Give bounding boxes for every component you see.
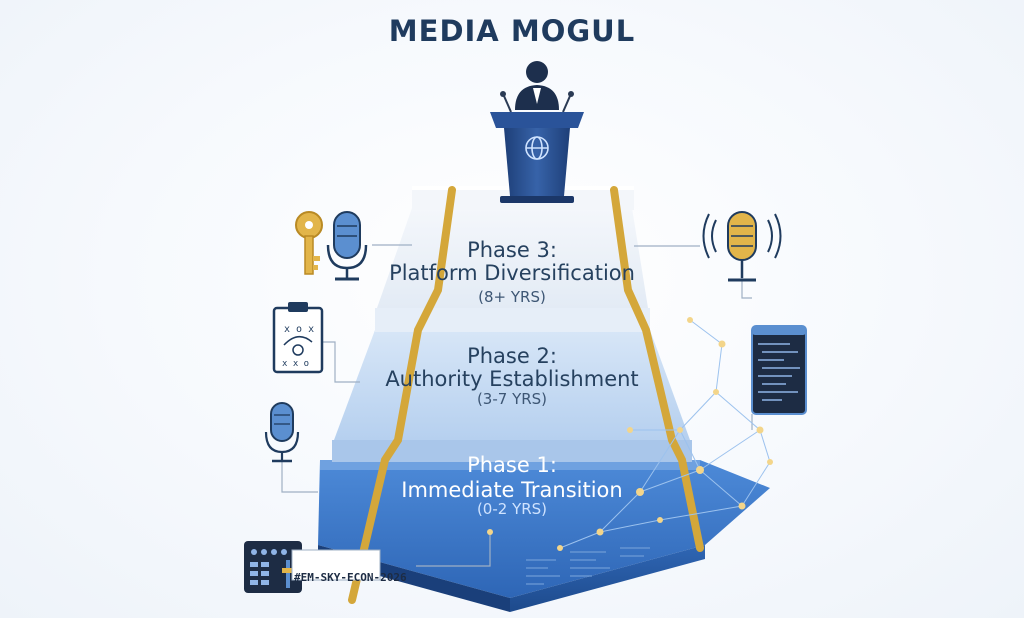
page-title: MEDIA MOGUL [388, 14, 636, 48]
phase-2-name: Authority Establishment [385, 367, 639, 391]
hashtag-label: #EM-SKY-ECON-2026 [294, 571, 407, 584]
microphone-icon [326, 211, 368, 281]
mixing-console-icon [244, 541, 381, 593]
gold-ribbons [348, 186, 704, 604]
speaker-at-podium-icon [490, 61, 584, 203]
phase-2-title: Phase 2: [467, 344, 557, 368]
connector-lines [281, 244, 752, 567]
globe-icon [525, 136, 549, 160]
phase-3-years: (8+ YRS) [478, 288, 546, 306]
phase-2-step [334, 308, 690, 440]
svg-text:x o x: x o x [284, 324, 314, 335]
code-panel-icon [751, 325, 807, 430]
clipboard-strategy-icon: x o x x x o [272, 302, 324, 374]
microphone-icon [264, 402, 300, 463]
network-graph [487, 317, 773, 551]
phase-1-name: Immediate Transition [401, 478, 623, 502]
phase-2-years: (3-7 YRS) [476, 390, 548, 408]
broadcast-microphone-icon [702, 211, 782, 282]
phase-3-name: Platform Diversification [389, 261, 635, 285]
svg-text:x x o: x x o [282, 359, 309, 369]
riser-1 [332, 440, 692, 462]
phase-1-years: (0-2 YRS) [476, 500, 548, 518]
key-icon [295, 211, 323, 275]
phase-1-title: Phase 1: [467, 453, 557, 477]
code-texture [526, 547, 650, 585]
phase-3-title: Phase 3: [467, 238, 557, 262]
